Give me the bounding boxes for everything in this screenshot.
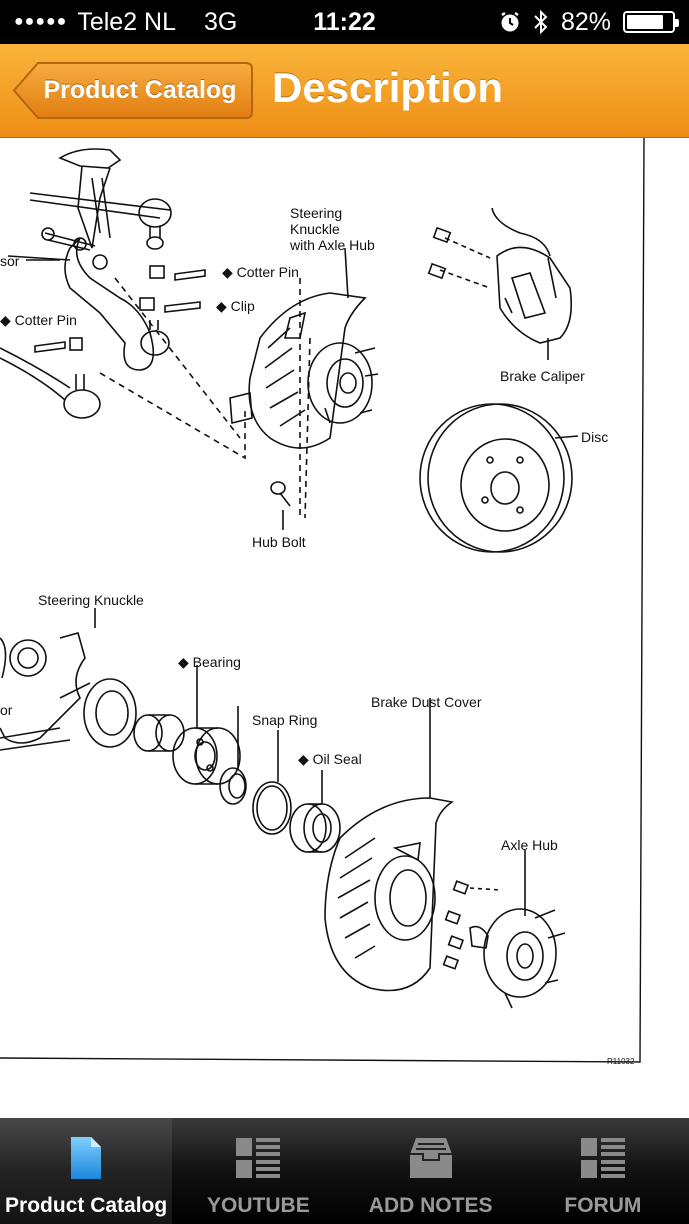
tab-add-notes[interactable]: ADD NOTES: [345, 1118, 517, 1224]
label-steering-knuckle-axle-hub-3: with Axle Hub: [289, 237, 375, 253]
strut-assembly-drawing: [0, 148, 206, 419]
label-steering-knuckle-axle-hub-1: Steering: [290, 205, 342, 221]
label-cotter-pin-upper: ◆ Cotter Pin: [222, 264, 299, 280]
battery-level: [627, 15, 664, 29]
back-button-shape: [12, 62, 253, 119]
oil-seal-drawing: [289, 770, 341, 853]
hub-bolt-drawing: [270, 481, 291, 530]
label-brake-caliper: Brake Caliper: [500, 368, 585, 384]
signal-strength-icon: ●●●●●: [14, 13, 68, 30]
snap-ring-drawing: [252, 730, 292, 835]
battery-icon: [623, 11, 679, 33]
tab-bar: Product Catalog YOUTUBE ADD NOTES: [0, 1118, 689, 1224]
bluetooth-icon: [534, 9, 548, 35]
label-disc: Disc: [581, 429, 608, 445]
document-icon: [71, 1137, 102, 1179]
parts-diagram: Steering Knuckle with Axle Hub sor ◆ Cot…: [0, 138, 689, 1118]
label-steering-knuckle-axle-hub-2: Knuckle: [290, 221, 340, 237]
battery-percent: 82%: [560, 7, 611, 36]
brake-caliper-drawing: [427, 207, 573, 360]
label-sensor: sor: [0, 253, 20, 269]
list-icon: [236, 1138, 281, 1178]
label-clip: ◆ Clip: [216, 298, 255, 314]
label-snap-ring: Snap Ring: [252, 712, 317, 728]
network-type: 3G: [204, 7, 238, 36]
back-button-label: Product Catalog: [43, 76, 237, 104]
tab-product-catalog[interactable]: Product Catalog: [0, 1118, 173, 1224]
alarm-icon: [501, 11, 519, 32]
tab-label: FORUM: [564, 1194, 642, 1217]
exploded-view-diagram: Steering Knuckle with Axle Hub sor ◆ Cot…: [0, 138, 645, 1066]
archive-box-icon: [409, 1138, 452, 1178]
label-axle-hub: Axle Hub: [501, 837, 558, 853]
tab-label: Product Catalog: [5, 1194, 168, 1217]
status-right: 82%: [499, 7, 679, 37]
steering-knuckle-drawing: [0, 608, 137, 751]
label-hub-bolt: Hub Bolt: [252, 534, 306, 550]
tab-youtube[interactable]: YOUTUBE: [172, 1118, 344, 1224]
label-cotter-pin-lower: ◆ Cotter Pin: [0, 312, 77, 328]
label-partial: or: [0, 702, 13, 718]
bearing-drawing: [133, 665, 247, 805]
brake-dust-cover-drawing: [324, 698, 455, 992]
label-brake-dust-cover: Brake Dust Cover: [371, 694, 482, 710]
back-button[interactable]: Product Catalog: [12, 60, 254, 121]
status-bar: ●●●●● Tele2 NL 3G 11:22 82%: [0, 0, 689, 44]
navigation-bar: Product Catalog Description: [0, 44, 689, 138]
tab-forum[interactable]: FORUM: [517, 1118, 689, 1224]
knuckle-with-axle-hub-drawing: [229, 292, 379, 449]
tab-label: ADD NOTES: [368, 1194, 493, 1217]
label-bearing: ◆ Bearing: [178, 654, 241, 670]
axle-hub-drawing: [442, 850, 566, 1009]
label-steering-knuckle: Steering Knuckle: [38, 592, 144, 608]
status-left: ●●●●● Tele2 NL 3G: [14, 8, 274, 37]
brake-disc-drawing: [419, 403, 579, 553]
carrier-name: Tele2 NL: [77, 7, 176, 36]
label-oil-seal: ◆ Oil Seal: [298, 751, 362, 767]
tab-label: YOUTUBE: [207, 1194, 310, 1217]
reference-code: R11032: [607, 1057, 635, 1066]
list-icon: [580, 1138, 625, 1178]
page-title: Description: [272, 64, 504, 111]
